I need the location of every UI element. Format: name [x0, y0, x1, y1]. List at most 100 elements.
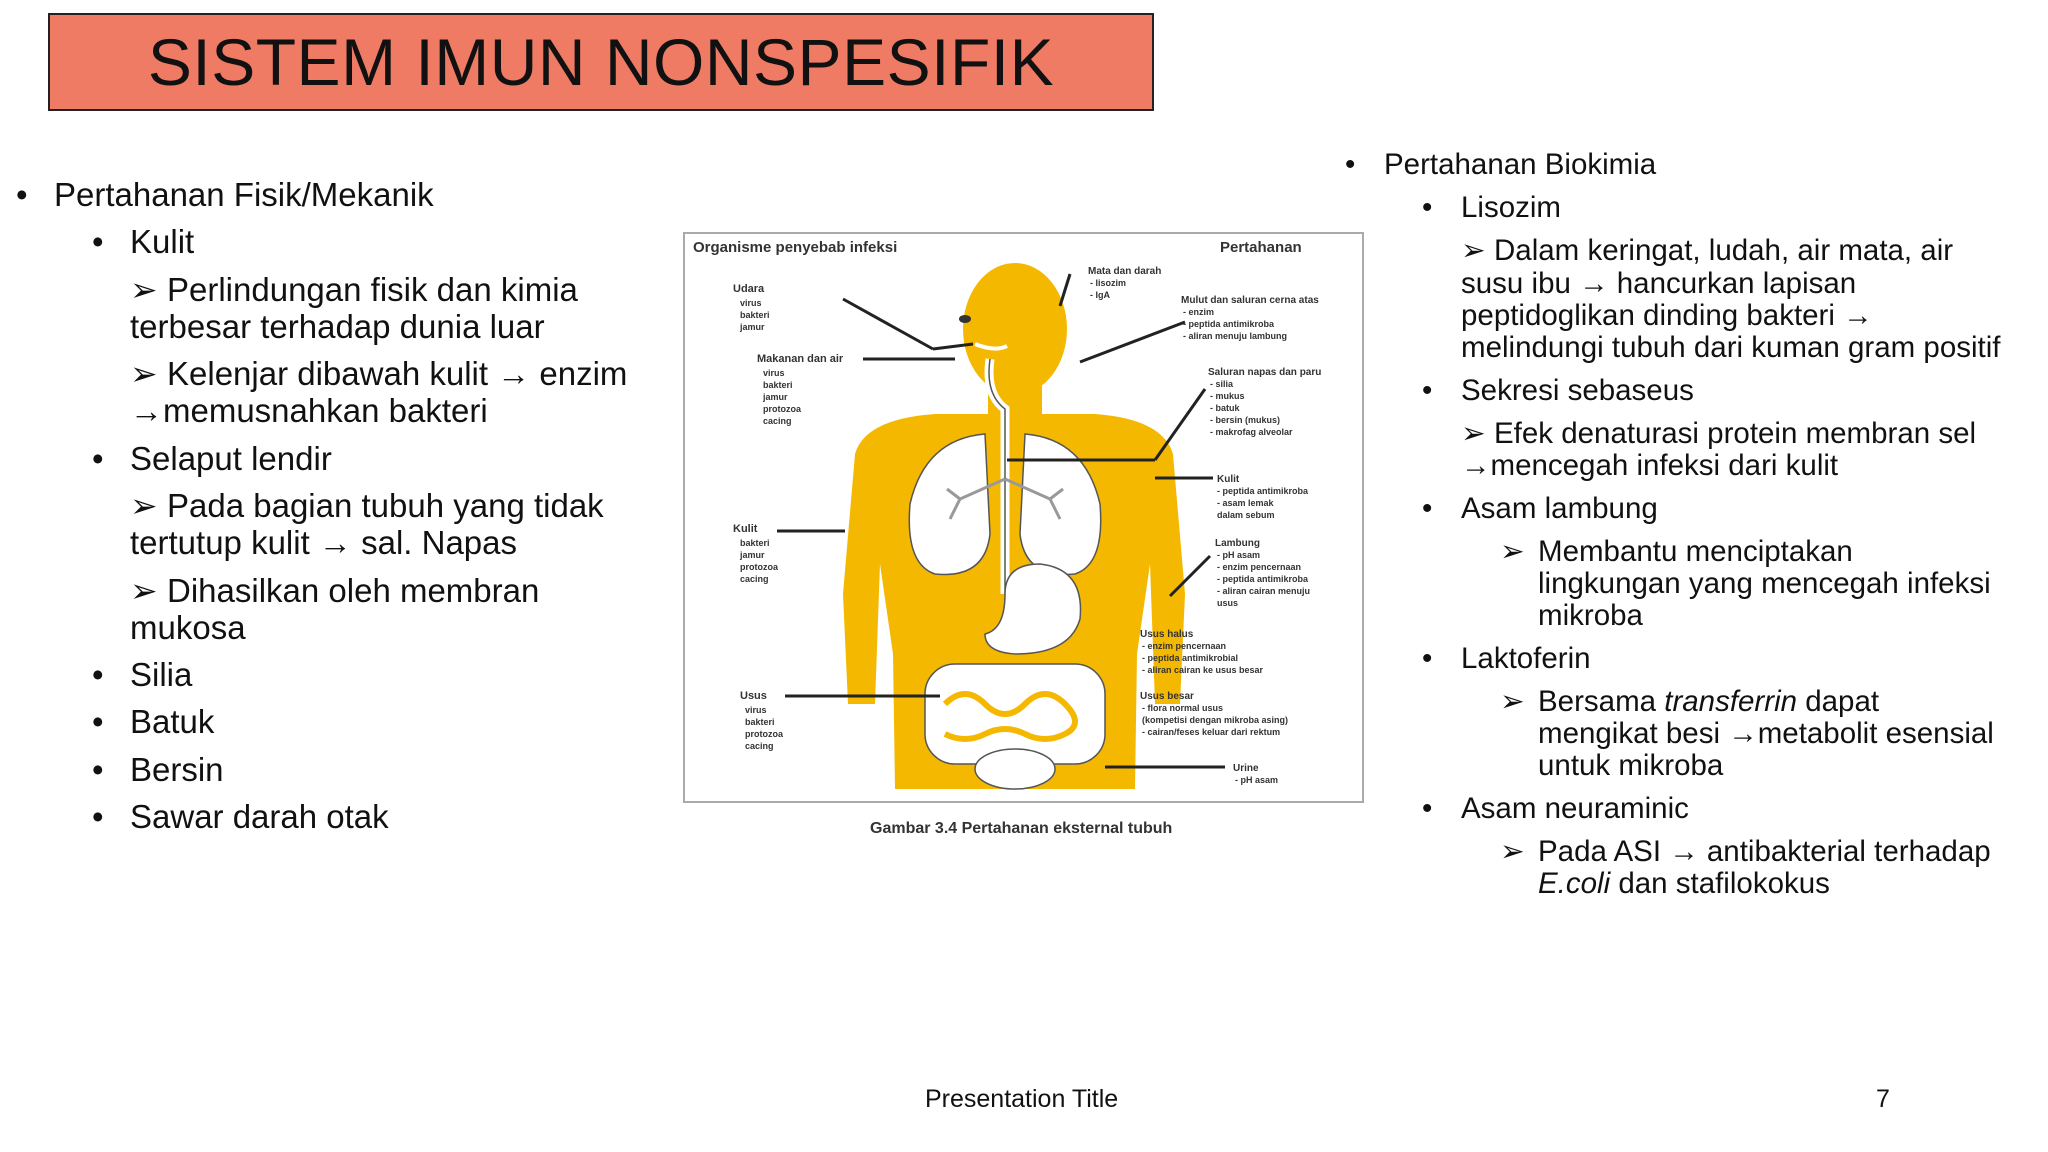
selaput-point-1-line-2: tertutup kulit → sal. Napas [130, 524, 518, 561]
arrow-bullet-icon: ➢ [130, 355, 158, 392]
arrow-bullet-icon: ➢ [130, 271, 158, 308]
arrow-bullet-icon: ➢ [1461, 417, 1486, 450]
svg-text:virus: virus [745, 705, 767, 715]
sebaseus-line-1: Efek denaturasi protein membran sel [1494, 417, 1977, 450]
label-udara: Udara [733, 283, 765, 295]
figure-caption: Gambar 3.4 Pertahanan eksternal tubuh [870, 820, 1173, 837]
laktoferin-line-3: untuk mikroba [1538, 749, 1724, 782]
arrow-bullet-icon: ➢ [1500, 535, 1525, 568]
svg-text:- pH asam: - pH asam [1217, 550, 1260, 560]
bullet-dot: • [92, 751, 104, 788]
bullet-dot: • [92, 703, 104, 740]
kulit-point-1-line-1: Perlindungan fisik dan kimia [167, 271, 578, 308]
lisozim-line-4: melindungi tubuh dari kuman gram positif [1461, 331, 2001, 364]
label-usus-halus: Usus halus [1140, 629, 1194, 640]
svg-text:jamur: jamur [739, 322, 765, 332]
svg-text:bakteri: bakteri [763, 380, 793, 390]
bullet-dot: • [1422, 792, 1433, 825]
svg-text:virus: virus [763, 368, 785, 378]
defense-figure: Organisme penyebab infeksi Pertahanan Ud… [683, 232, 1364, 803]
neuraminic-line-2: E.coli dan stafilokokus [1538, 867, 1830, 900]
lisozim-line-1: Dalam keringat, ludah, air mata, air [1494, 234, 1954, 267]
svg-text:cacing: cacing [763, 416, 792, 426]
asam-line-1: Membantu menciptakan [1538, 535, 1853, 568]
laktoferin-line-2: mengikat besi →metabolit esensial [1538, 717, 1994, 750]
svg-text:- batuk: - batuk [1210, 403, 1240, 413]
svg-text:- enzim: - enzim [1183, 307, 1214, 317]
selaput-point-1-line-1: Pada bagian tubuh yang tidak [167, 487, 604, 524]
arrow-bullet-icon: ➢ [130, 487, 158, 524]
svg-text:- makrofag alveolar: - makrofag alveolar [1210, 427, 1293, 437]
asam-line-3: mikroba [1538, 599, 1643, 632]
asam-line-2: lingkungan yang mencegah infeksi [1538, 567, 1991, 600]
item-neuraminic: Asam neuraminic [1461, 792, 1689, 825]
item-bersin: Bersin [130, 751, 224, 788]
svg-text:usus: usus [1217, 598, 1238, 608]
bullet-dot: • [1422, 191, 1433, 224]
arrow-bullet-icon: ➢ [1500, 685, 1525, 718]
svg-text:cacing: cacing [740, 574, 769, 584]
svg-text:jamur: jamur [739, 550, 765, 560]
laktoferin-line-1: Bersama transferrin dapat [1538, 685, 1880, 718]
label-saluran: Saluran napas dan paru [1208, 367, 1321, 378]
lisozim-line-3: peptidoglikan dinding bakteri → [1461, 299, 1873, 332]
slide-title: SISTEM IMUN NONSPESIFIK [147, 25, 1055, 99]
svg-text:- aliran cairan menuju: - aliran cairan menuju [1217, 586, 1310, 596]
bullet-dot: • [92, 798, 104, 835]
label-lambung: Lambung [1215, 538, 1260, 549]
svg-text:protozoa: protozoa [740, 562, 779, 572]
footer-title: Presentation Title [925, 1085, 1119, 1113]
bullet-dot: • [1345, 148, 1356, 181]
bullet-dot: • [92, 223, 104, 260]
svg-text:- aliran cairan ke usus besar: - aliran cairan ke usus besar [1142, 665, 1264, 675]
bullet-dot: • [1422, 374, 1433, 407]
label-mulut: Mulut dan saluran cerna atas [1181, 295, 1319, 306]
label-kulit-right: Kulit [1217, 474, 1240, 485]
figure-header-right: Pertahanan [1220, 239, 1302, 256]
svg-text:- asam lemak: - asam lemak [1217, 498, 1275, 508]
figure-header-left: Organisme penyebab infeksi [693, 239, 897, 256]
svg-text:bakteri: bakteri [740, 538, 770, 548]
item-selaput: Selaput lendir [130, 440, 332, 477]
item-lisozim: Lisozim [1461, 191, 1561, 224]
svg-text:- silia: - silia [1210, 379, 1234, 389]
item-sawar: Sawar darah otak [130, 798, 389, 835]
svg-text:- bersin (mukus): - bersin (mukus) [1210, 415, 1280, 425]
bullet-dot: • [92, 440, 104, 477]
ecoli-italic: E.coli [1538, 867, 1611, 900]
label-kulit-left: Kulit [733, 523, 758, 535]
item-sebaseus: Sekresi sebaseus [1461, 374, 1694, 407]
label-usus: Usus [740, 690, 767, 702]
svg-text:- mukus: - mukus [1210, 391, 1245, 401]
item-silia: Silia [130, 656, 193, 693]
label-mata: Mata dan darah [1088, 266, 1161, 277]
selaput-point-2-line-1: Dihasilkan oleh membran [167, 572, 540, 609]
kulit-point-1-line-2: terbesar terhadap dunia luar [130, 308, 545, 345]
svg-text:- IgA: - IgA [1090, 290, 1110, 300]
svg-text:jamur: jamur [762, 392, 788, 402]
bullet-dot: • [16, 176, 28, 213]
sebaseus-line-2: →mencegah infeksi dari kulit [1461, 449, 1839, 482]
bullet-dot: • [92, 656, 104, 693]
neuraminic-line-1: Pada ASI → antibakterial terhadap [1538, 835, 1991, 868]
arrow-bullet-icon: ➢ [1461, 234, 1486, 267]
right-heading: Pertahanan Biokimia [1384, 148, 1657, 181]
label-usus-besar: Usus besar [1140, 691, 1194, 702]
svg-text:bakteri: bakteri [745, 717, 775, 727]
body-diagram: Organisme penyebab infeksi Pertahanan Ud… [693, 239, 1321, 790]
lisozim-line-2: susu ibu → hancurkan lapisan [1461, 267, 1857, 300]
page-number: 7 [1876, 1085, 1890, 1113]
item-asam-lambung: Asam lambung [1461, 492, 1658, 525]
left-heading: Pertahanan Fisik/Mekanik [54, 176, 434, 213]
svg-text:virus: virus [740, 298, 762, 308]
svg-text:- enzim pencernaan: - enzim pencernaan [1142, 641, 1226, 651]
transferrin-italic: transferrin [1664, 685, 1798, 718]
slide-title-box: SISTEM IMUN NONSPESIFIK [48, 13, 1154, 111]
label-makanan: Makanan dan air [757, 353, 844, 365]
svg-text:- enzim pencernaan: - enzim pencernaan [1217, 562, 1301, 572]
label-urine: Urine [1233, 763, 1259, 774]
svg-text:- peptida antimikroba: - peptida antimikroba [1217, 574, 1309, 584]
kulit-point-2-line-1: Kelenjar dibawah kulit → enzim [167, 355, 628, 392]
svg-text:cacing: cacing [745, 741, 774, 751]
svg-text:- lisozim: - lisozim [1090, 278, 1126, 288]
